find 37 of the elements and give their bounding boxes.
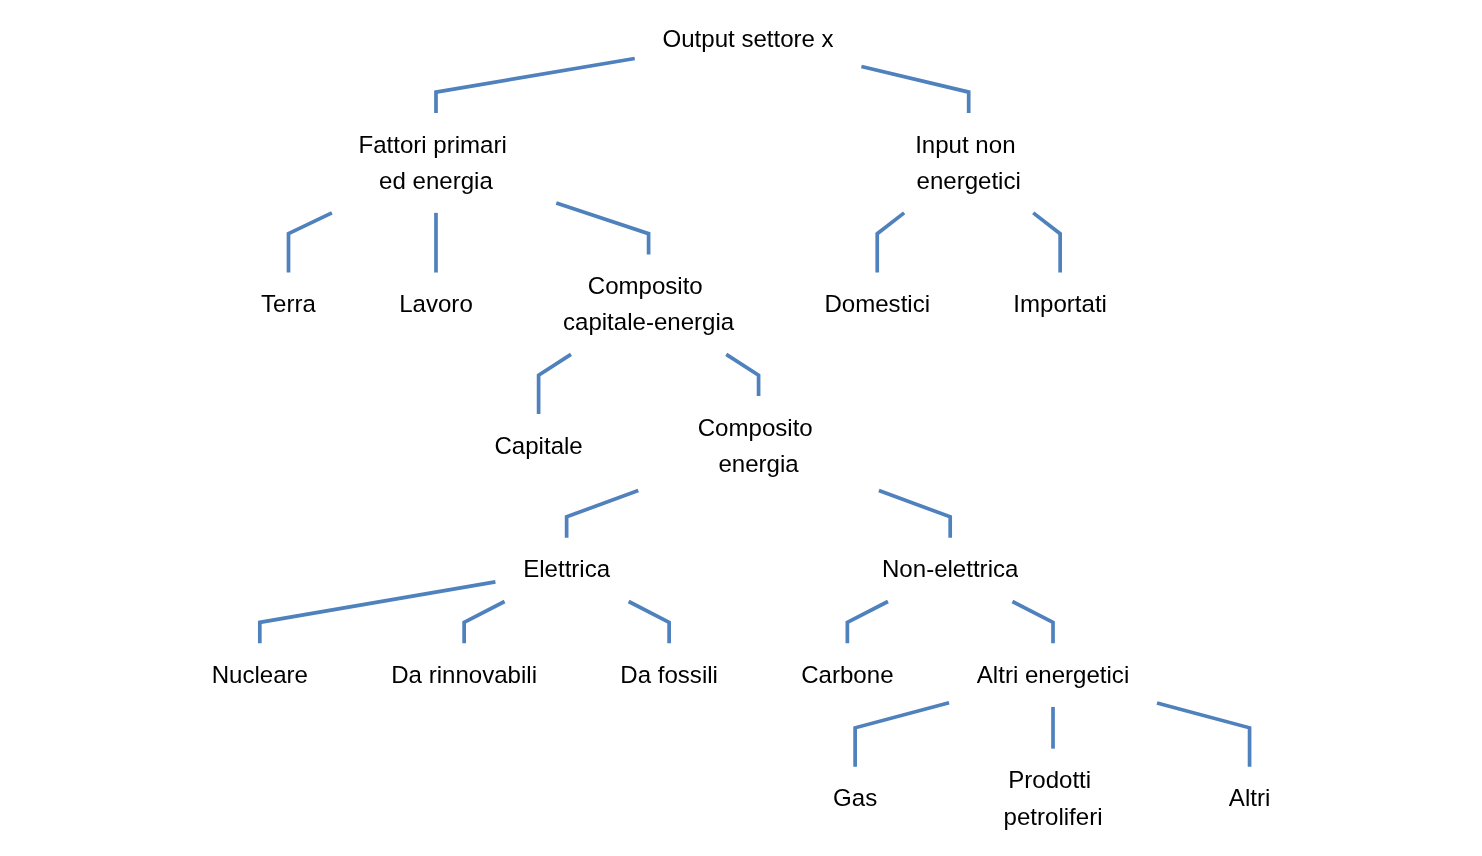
connector [1156, 701, 1252, 767]
connector [434, 212, 438, 273]
connector [725, 352, 761, 397]
node-text: Output settore x [662, 24, 834, 53]
node-text: Input non energetici [915, 130, 1021, 195]
connector [1011, 599, 1055, 644]
node-text: Terra [261, 290, 316, 318]
node-text: Importati [1013, 290, 1107, 318]
node-text: Composito capitale-energia [563, 272, 735, 336]
node-text: Lavoro [399, 290, 473, 318]
node-text: Da fossili [620, 660, 718, 689]
node-text: Prodotti petroliferi [1003, 766, 1103, 831]
connector [861, 64, 971, 113]
node-text: Elettrica [523, 555, 611, 584]
node-text: Composito energia [697, 413, 813, 478]
connector [853, 701, 950, 767]
connector [257, 580, 496, 644]
connector [627, 599, 671, 644]
node-text: Altri energetici [976, 660, 1130, 689]
node-text: Carbone [801, 660, 894, 689]
connector [462, 599, 506, 644]
connector [1051, 707, 1055, 749]
node-text: Altri [1228, 784, 1271, 813]
node-text: Gas [833, 784, 878, 813]
node-text: Da rinnovabili [391, 660, 538, 689]
node-text: Fattori primari ed energia [358, 130, 507, 195]
connector [434, 56, 636, 113]
connector [555, 201, 651, 255]
connector [878, 488, 953, 538]
connector [845, 599, 889, 644]
node-text: Nucleare [211, 660, 308, 689]
node-text: Domestici [824, 290, 931, 318]
connector [875, 211, 906, 273]
connector [564, 488, 639, 538]
node-text: Non-elettrica [882, 555, 1019, 584]
node-text: Capitale [494, 431, 583, 460]
connector [1032, 211, 1062, 273]
